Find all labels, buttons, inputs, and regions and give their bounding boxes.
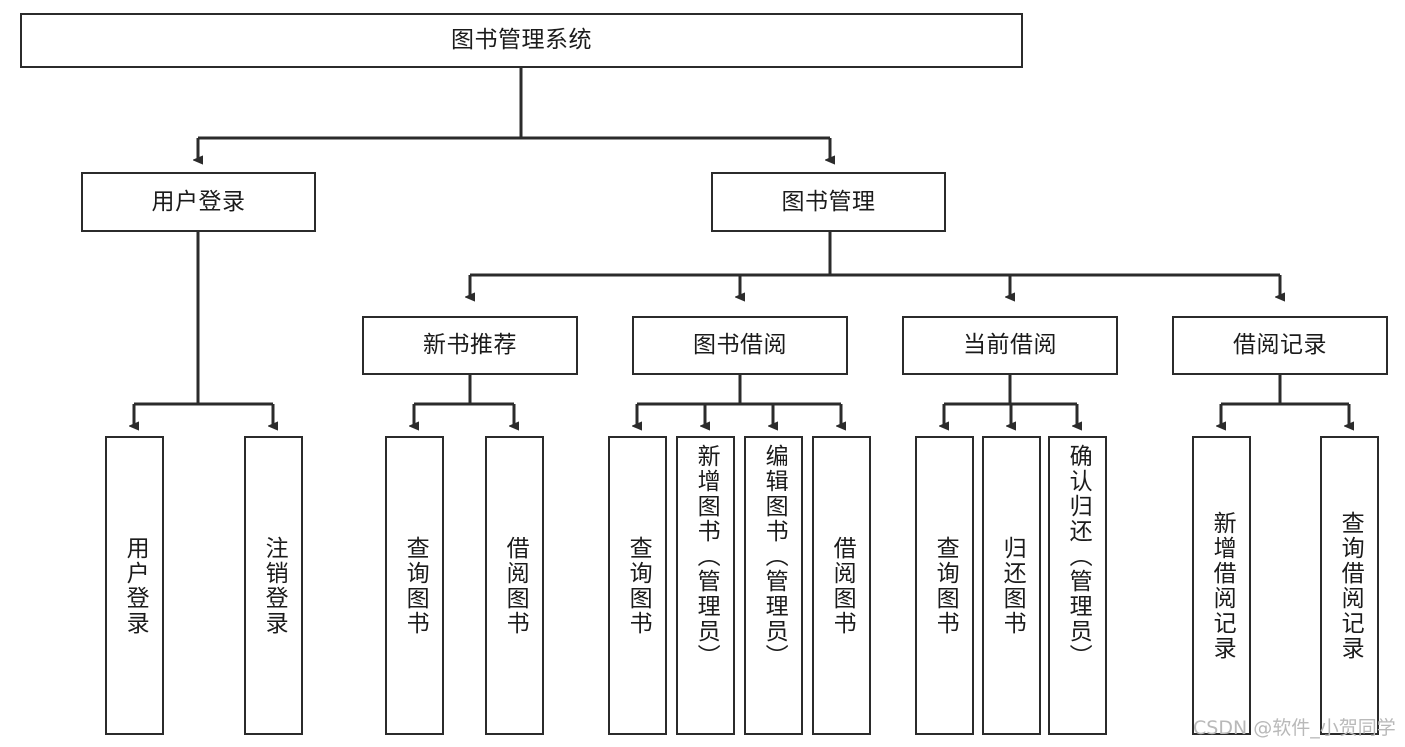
- node-label: 新书推荐: [423, 332, 517, 359]
- node-book-management[interactable]: 图书管理: [711, 172, 946, 232]
- leaf-node-query-book-current[interactable]: 查询图书: [915, 436, 974, 735]
- node-user-login[interactable]: 用户登录: [81, 172, 316, 232]
- node-current-borrowing[interactable]: 当前借阅: [902, 316, 1118, 375]
- node-label: 借阅记录: [1233, 332, 1327, 359]
- node-root-book-management-system[interactable]: 图书管理系统: [20, 13, 1023, 68]
- leaf-node-confirm-return-admin[interactable]: 确认归还（管理员）: [1048, 436, 1107, 735]
- leaf-node-edit-book-admin[interactable]: 编辑图书（管理员）: [744, 436, 803, 735]
- node-label: 查询图书: [932, 535, 959, 636]
- leaf-node-add-borrow-record[interactable]: 新增借阅记录: [1192, 436, 1251, 735]
- node-label: 图书借阅: [693, 332, 787, 359]
- leaf-node-borrow-book[interactable]: 借阅图书: [812, 436, 871, 735]
- leaf-node-query-borrow-record[interactable]: 查询借阅记录: [1320, 436, 1379, 735]
- leaf-node-return-book[interactable]: 归还图书: [982, 436, 1041, 735]
- node-label: 确认归还（管理员）: [1065, 444, 1092, 669]
- node-label: 图书管理系统: [451, 27, 592, 54]
- node-label: 查询借阅记录: [1337, 510, 1364, 661]
- leaf-node-add-book-admin[interactable]: 新增图书（管理员）: [676, 436, 735, 735]
- node-label: 新增图书（管理员）: [693, 444, 720, 669]
- node-borrowing-record[interactable]: 借阅记录: [1172, 316, 1388, 375]
- watermark-text: CSDN @软件_小贺同学: [1193, 717, 1396, 739]
- node-label: 查询图书: [402, 535, 429, 636]
- node-label: 借阅图书: [829, 535, 856, 636]
- node-label: 归还图书: [999, 535, 1026, 636]
- node-label: 用户登录: [151, 188, 246, 215]
- leaf-node-user-login[interactable]: 用户登录: [105, 436, 164, 735]
- node-label: 新增借阅记录: [1209, 510, 1236, 661]
- leaf-node-borrow-book-new-rec[interactable]: 借阅图书: [485, 436, 544, 735]
- node-new-book-recommendation[interactable]: 新书推荐: [362, 316, 578, 375]
- node-label: 查询图书: [625, 535, 652, 636]
- leaf-node-query-book-borrow[interactable]: 查询图书: [608, 436, 667, 735]
- node-label: 注销登录: [261, 535, 288, 636]
- leaf-node-logout[interactable]: 注销登录: [244, 436, 303, 735]
- node-book-borrowing[interactable]: 图书借阅: [632, 316, 848, 375]
- node-label: 图书管理: [781, 188, 876, 215]
- node-label: 当前借阅: [963, 332, 1057, 359]
- node-label: 用户登录: [122, 535, 149, 636]
- node-label: 借阅图书: [502, 535, 529, 636]
- leaf-node-query-book-new-rec[interactable]: 查询图书: [385, 436, 444, 735]
- node-label: 编辑图书（管理员）: [761, 444, 788, 669]
